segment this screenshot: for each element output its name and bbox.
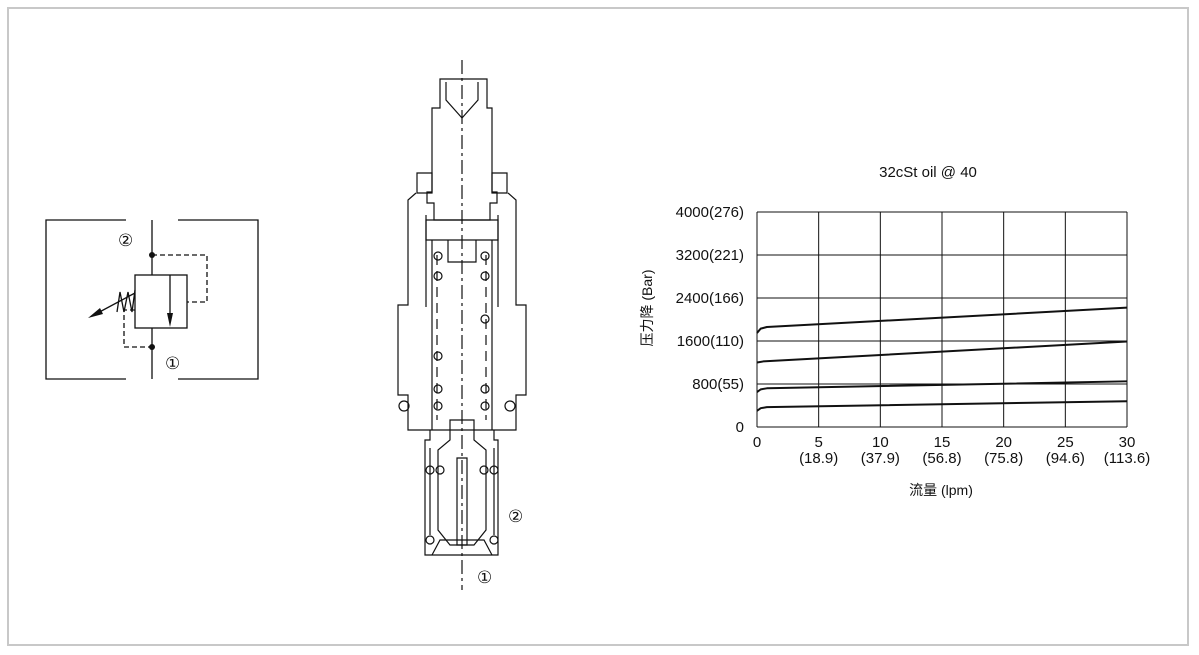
- x-tick-sublabel: (94.6): [1046, 450, 1085, 467]
- x-tick-label: 10: [872, 434, 889, 451]
- section-port-1-label: ①: [477, 568, 492, 587]
- section-port-2-label: ②: [508, 507, 523, 526]
- x-tick-label: 20: [995, 434, 1012, 451]
- x-tick-label: 25: [1057, 434, 1074, 451]
- x-tick-sublabel: (56.8): [922, 450, 961, 467]
- port-2-label: ②: [118, 231, 133, 250]
- y-tick-label: 0: [736, 419, 744, 436]
- series-line-curve-3: [756, 380, 1128, 393]
- y-tick-label: 800(55): [692, 376, 744, 393]
- x-tick-label: 30: [1119, 434, 1136, 451]
- x-tick-label: 0: [753, 434, 761, 451]
- y-tick-label: 1600(110): [677, 333, 744, 350]
- x-tick-sublabel: (18.9): [799, 450, 838, 467]
- x-axis-label: 流量 (lpm): [909, 482, 973, 498]
- series-line-curve-2: [756, 340, 1128, 364]
- figure-frame: [7, 7, 1189, 646]
- series-line-curve-1: [756, 306, 1128, 334]
- x-tick-sublabel: (37.9): [861, 450, 900, 467]
- series-line-curve-4: [756, 400, 1128, 412]
- x-tick-sublabel: (75.8): [984, 450, 1023, 467]
- port-1-label: ①: [165, 354, 180, 373]
- y-tick-label: 2400(166): [676, 290, 744, 307]
- y-axis-label: 压力降 (Bar): [639, 270, 655, 347]
- y-tick-label: 4000(276): [676, 204, 744, 221]
- x-tick-label: 15: [934, 434, 951, 451]
- x-tick-sublabel: (113.6): [1104, 450, 1150, 467]
- chart-title: 32cSt oil @ 40: [879, 164, 977, 181]
- y-tick-label: 3200(221): [676, 247, 744, 264]
- x-tick-label: 5: [814, 434, 822, 451]
